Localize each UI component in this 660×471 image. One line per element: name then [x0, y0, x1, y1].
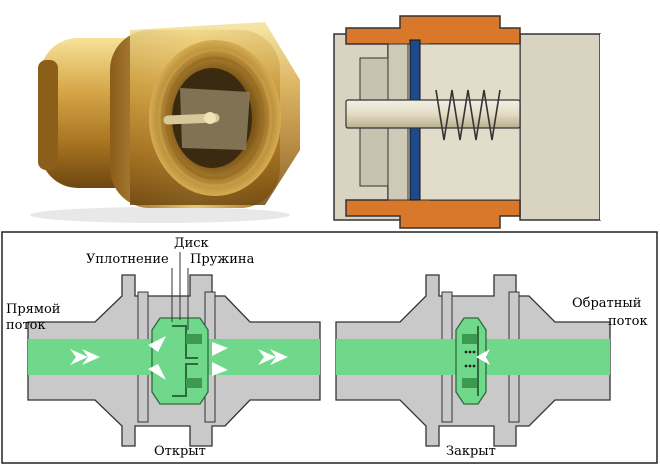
cutaway-drawing	[333, 15, 606, 229]
spring-coil	[435, 89, 501, 141]
valve-open-schematic	[27, 252, 321, 447]
spring-dots-icon	[464, 350, 476, 368]
flow-arrow-icon	[70, 336, 288, 380]
label-closed: Закрыт	[446, 444, 496, 459]
label-spring: Пружина	[190, 252, 255, 267]
valve-closed-schematic	[335, 274, 611, 447]
label-seal: Уплотнение	[86, 252, 169, 267]
label-forward-flow-1: Прямой	[6, 302, 61, 317]
brass-valve-photo	[30, 22, 300, 223]
label-forward-flow-2: поток	[6, 318, 46, 333]
label-open: Открыт	[154, 444, 206, 459]
label-disk: Диск	[174, 236, 209, 251]
flow-arrow-icon	[476, 349, 490, 365]
label-reverse-flow-2: поток	[608, 314, 648, 329]
label-reverse-flow-1: Обратный	[572, 296, 642, 311]
